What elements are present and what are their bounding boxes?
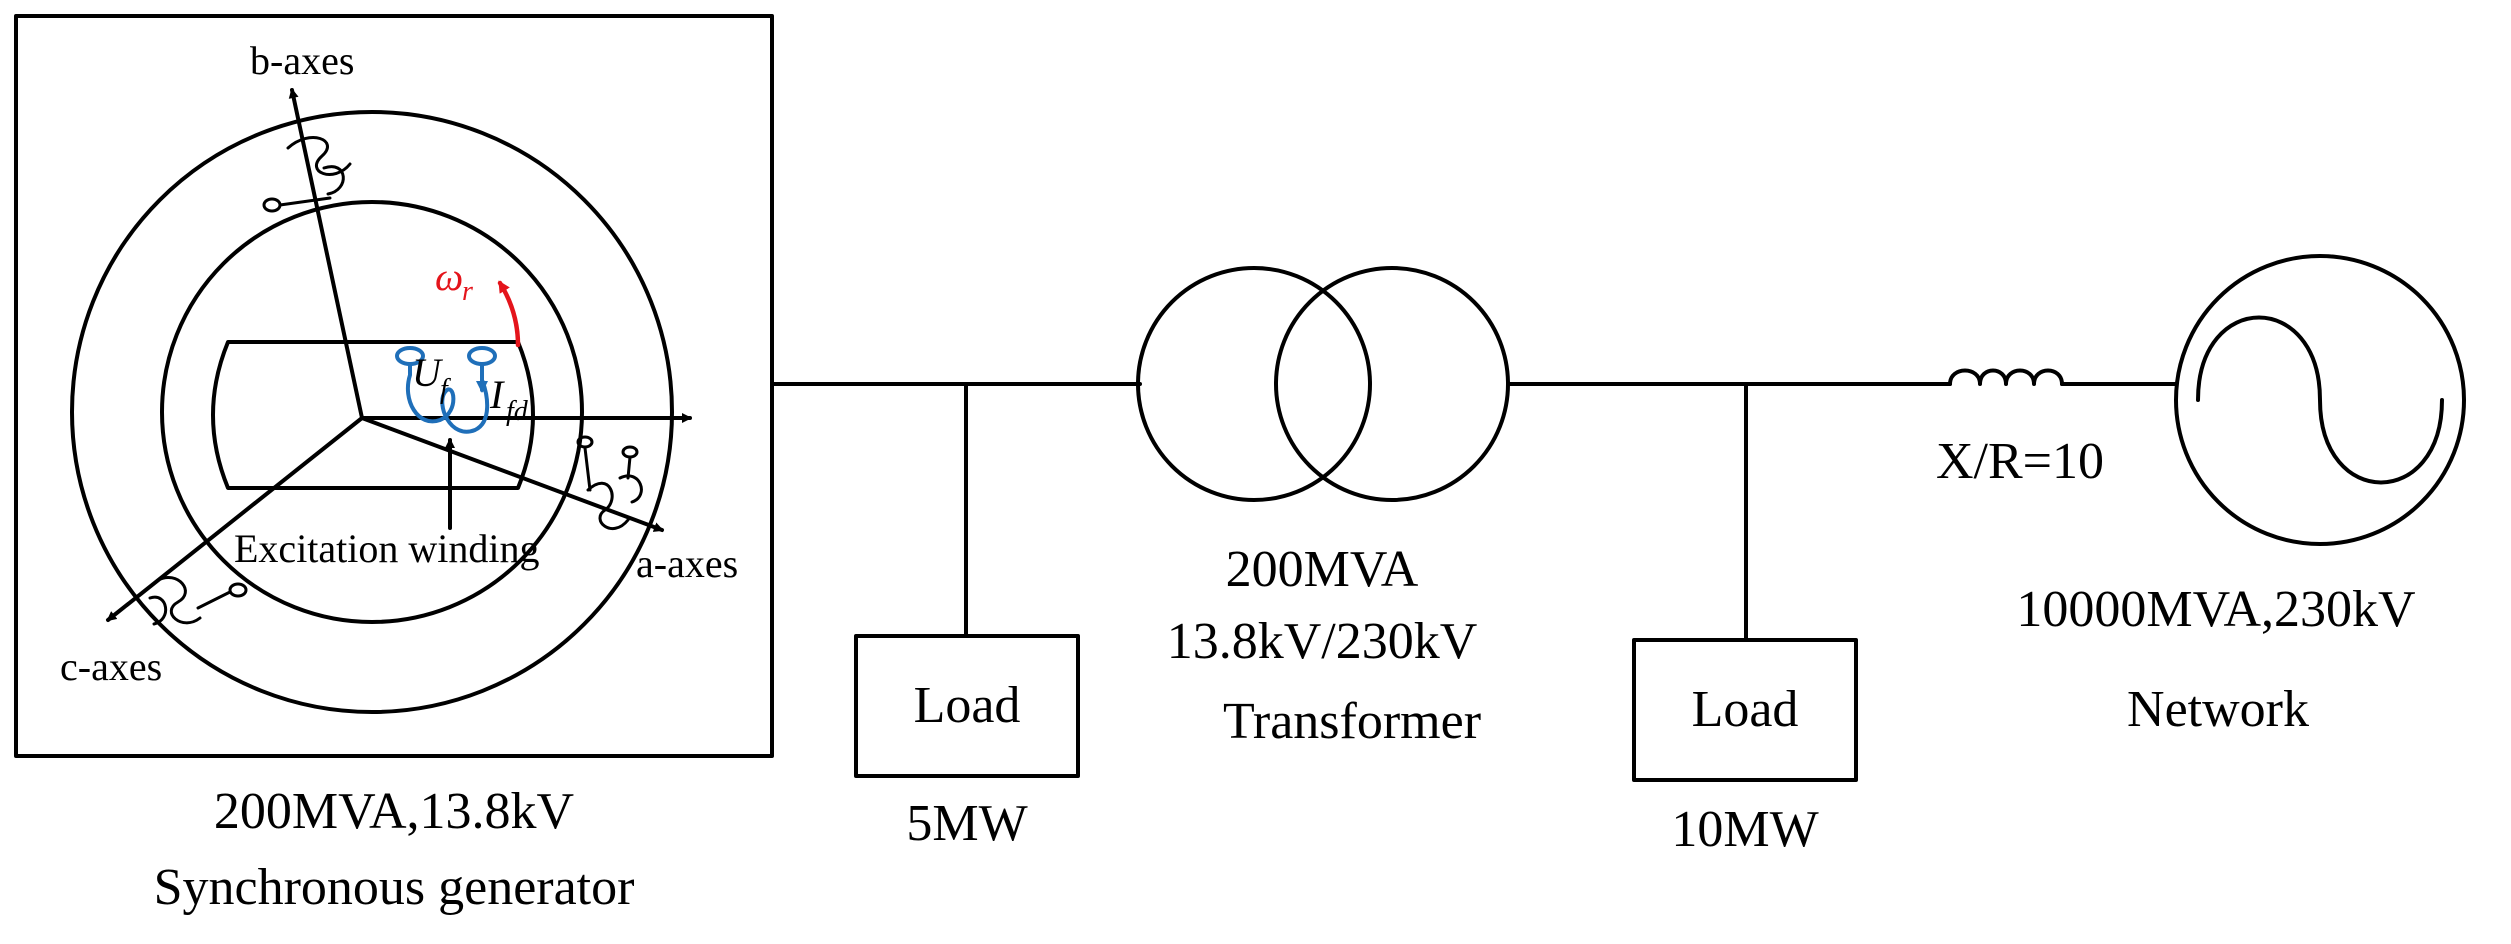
ifd-symbol: I fd <box>489 372 529 427</box>
transformer-rating: 200MVA <box>1226 541 1419 598</box>
sine-wave-icon <box>2196 315 2444 485</box>
network-name: Network <box>2127 681 2309 738</box>
network-source-circle <box>2174 254 2466 546</box>
b-phase-coil <box>262 136 352 213</box>
network-rating: 10000MVA,230kV <box>2016 581 2415 638</box>
load2-box <box>1632 638 1858 782</box>
field-winding <box>395 346 497 434</box>
svg-text:I: I <box>489 372 505 417</box>
a-phase-axis-arrow <box>360 416 664 532</box>
excitation-winding-label: Excitation winding <box>234 526 540 571</box>
rotation-arrow <box>497 280 521 348</box>
c-axis-arrow <box>106 416 364 622</box>
omega-r-symbol: ω r <box>435 254 473 307</box>
b-axis-arrow <box>288 88 364 420</box>
load2-label: Load <box>1692 681 1799 738</box>
line-inductor <box>1948 368 2064 386</box>
a-phase-coil <box>576 435 643 531</box>
svg-text:fd: fd <box>506 396 529 427</box>
load1-box <box>854 634 1080 778</box>
svg-text:r: r <box>462 276 473 307</box>
transformer-name: Transformer <box>1223 693 1481 750</box>
load1-power: 5MW <box>906 795 1027 852</box>
stator-outer-circle <box>70 110 674 714</box>
load1-label: Load <box>914 677 1021 734</box>
b-axis-label: b-axes <box>250 38 354 83</box>
generator-rating: 200MVA,13.8kV <box>214 783 574 840</box>
generator-name: Synchronous generator <box>154 859 635 916</box>
svg-text:U: U <box>412 350 444 395</box>
rotor-body <box>211 340 535 490</box>
c-phase-coil <box>148 576 248 626</box>
stator-inner-circle <box>160 200 584 624</box>
transformer-symbol <box>1136 266 1510 502</box>
c-axis-label: c-axes <box>60 644 162 689</box>
svg-text:ω: ω <box>435 254 463 299</box>
a-axis-label: a-axes <box>636 541 738 586</box>
svg-text:f: f <box>440 374 451 405</box>
synchronous-generator: b-axes a-axes c-axes ω r U f I fd Excita… <box>14 14 774 758</box>
load2-power: 10MW <box>1671 801 1818 858</box>
uf-symbol: U f <box>412 350 451 405</box>
line-xr-label: X/R=10 <box>1936 433 2104 490</box>
transformer-voltage: 13.8kV/230kV <box>1167 613 1478 670</box>
